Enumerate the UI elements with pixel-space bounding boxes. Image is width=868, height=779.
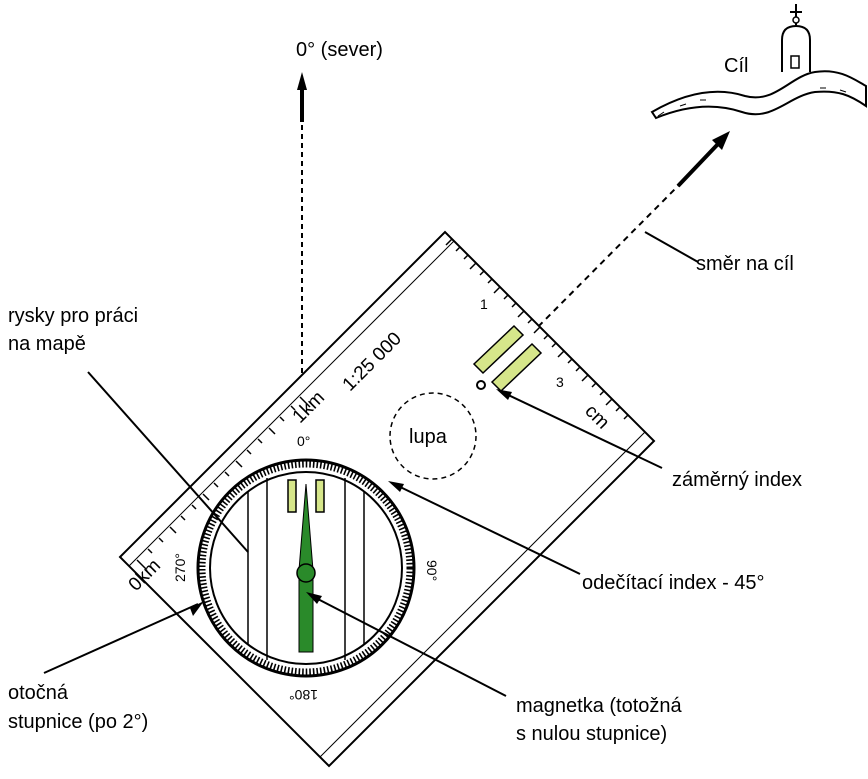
km-scale-ticks xyxy=(136,396,311,570)
direction-line xyxy=(514,131,730,351)
magnifier-label: lupa xyxy=(409,426,448,448)
church-icon xyxy=(781,4,811,72)
callout-lines xyxy=(43,231,699,697)
dial-0-label: 0° xyxy=(297,433,310,449)
magnetic-needle xyxy=(296,483,316,653)
magnifier-circle xyxy=(389,392,477,480)
north-arrow xyxy=(297,72,307,400)
target-label: Cíl xyxy=(724,55,748,77)
cm-tick-1-label: 1 xyxy=(480,296,488,312)
dial-label-2: stupnice (po 2°) xyxy=(8,711,148,733)
north-label: 0° (sever) xyxy=(296,39,383,61)
sighting-index-marks xyxy=(472,324,543,393)
dial-90-label: 90° xyxy=(424,560,440,581)
target-hill xyxy=(650,70,867,120)
sighting-index-label: záměrný index xyxy=(672,469,802,491)
dial-270-label: 270° xyxy=(172,553,188,582)
cm-tick-3-label: 3 xyxy=(556,374,564,390)
needle-label-1: magnetka (totožná xyxy=(516,695,683,717)
dial-label-1: otočná xyxy=(8,682,69,704)
dial-180-label: 180° xyxy=(289,687,318,703)
reading-index-label: odečítací index - 45° xyxy=(582,572,765,594)
map-lines-label-2: na mapě xyxy=(8,333,86,355)
map-lines-label-1: rysky pro práci xyxy=(8,305,138,327)
cm-scale-ticks xyxy=(445,238,629,420)
callout-arrowheads xyxy=(190,389,512,616)
needle-label-2: s nulou stupnice) xyxy=(516,723,667,745)
direction-label: směr na cíl xyxy=(696,253,794,275)
